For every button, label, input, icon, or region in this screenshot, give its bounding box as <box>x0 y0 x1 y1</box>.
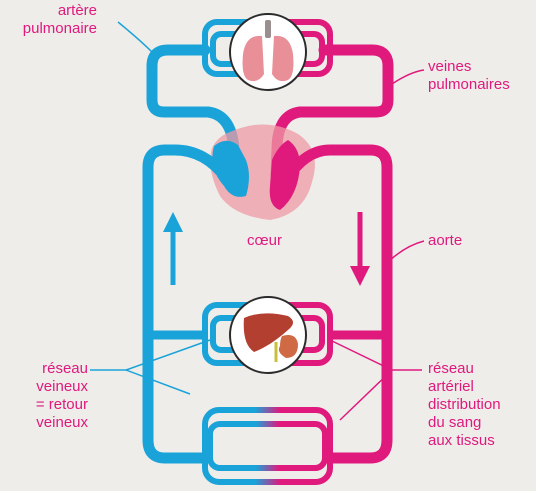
leader-aorta <box>388 241 424 262</box>
label-aorta: aorte <box>428 232 488 250</box>
arrow-down-icon <box>350 212 370 286</box>
leader-venous-network-b <box>126 370 190 394</box>
label-pulmonary-artery: artère pulmonaire <box>0 2 97 38</box>
lungs-organ <box>230 14 306 90</box>
label-pulmonary-veins: veines pulmonaires <box>428 58 533 94</box>
leader-pulmonary-artery <box>118 22 152 52</box>
leader-pulmonary-veins <box>392 70 424 84</box>
liver-kidney-organ <box>230 297 306 373</box>
leader-arterial-network-a <box>330 340 422 370</box>
label-heart: cœur <box>247 232 297 250</box>
tissue-capillary-bed <box>205 410 330 482</box>
label-arterial-network: réseau artériel distribution du sang aux… <box>428 360 533 450</box>
label-venous-network: réseau veineux = retour veineux <box>0 360 88 432</box>
arrow-up-icon <box>163 212 183 285</box>
